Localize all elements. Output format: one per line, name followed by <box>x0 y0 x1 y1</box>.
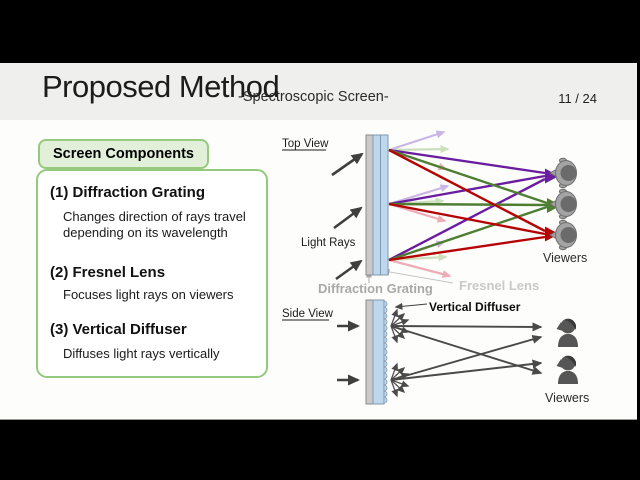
top-view-viewers-label: Viewers <box>543 251 587 265</box>
diffused-rays <box>390 322 543 381</box>
incoming-light-ray-arrows <box>331 152 364 281</box>
component-2-heading: (2) Fresnel Lens <box>50 264 166 281</box>
component-1-desc: Changes direction of rays travel dependi… <box>63 209 246 240</box>
top-view-title: Top View <box>282 138 329 150</box>
side-view-viewer-icons <box>556 318 578 384</box>
vertical-diffuser-scallops <box>383 300 388 404</box>
viewer-profile-top-icon <box>556 318 578 347</box>
viewer-head-bottom-icon <box>548 219 577 251</box>
lens-layer-2 <box>380 134 389 276</box>
side-view-diagram: Side View Vertical Diffuser <box>282 299 589 405</box>
green-wavelength-rays <box>388 148 561 262</box>
spectroscopic-screen-diagram: Top View Diffraction Grating Fresnel Len… <box>282 130 589 405</box>
diffuser-leader-line <box>394 302 428 310</box>
lens-leader-line <box>382 268 454 284</box>
slide-header: Proposed Method -Spectroscopic Screen- 1… <box>0 63 637 120</box>
lens-layer-1 <box>372 134 381 276</box>
vertical-diffuser-label: Vertical Diffuser <box>429 300 521 314</box>
side-view-viewers-label: Viewers <box>545 391 589 405</box>
side-grating-layer <box>365 299 374 405</box>
page-subtitle: -Spectroscopic Screen- <box>238 89 389 105</box>
side-view-title: Side View <box>282 308 334 320</box>
top-view-diagram: Top View Diffraction Grating Fresnel Len… <box>282 130 587 296</box>
component-1-heading: (1) Diffraction Grating <box>50 184 206 201</box>
side-view-screen <box>365 299 388 405</box>
diffraction-grating-label: Diffraction Grating <box>318 281 433 296</box>
page-number: 11 / 24 <box>558 91 597 106</box>
viewer-profile-bottom-icon <box>556 355 578 384</box>
viewer-head-middle-icon <box>548 188 577 220</box>
light-rays-label: Light Rays <box>301 237 356 249</box>
component-3-desc: Diffuses light rays vertically <box>63 346 220 361</box>
top-view-screen <box>365 134 389 276</box>
component-list: (1) Diffraction Grating Changes directio… <box>36 169 268 378</box>
top-view-viewer-icons <box>548 157 577 251</box>
side-incoming-ray-arrows <box>337 320 360 386</box>
fresnel-lens-label: Fresnel Lens <box>459 278 539 293</box>
component-3-heading: (3) Vertical Diffuser <box>50 321 187 338</box>
component-2-desc: Focuses light rays on viewers <box>63 287 234 302</box>
grating-layer <box>365 134 374 276</box>
presentation-slide: Proposed Method -Spectroscopic Screen- 1… <box>0 63 637 420</box>
screen-components-tab-label: Screen Components <box>53 146 194 162</box>
screen-components-tab: Screen Components <box>38 139 209 169</box>
page-title: Proposed Method <box>42 69 280 104</box>
viewer-head-top-icon <box>548 157 577 189</box>
side-lens-layer <box>372 299 385 405</box>
